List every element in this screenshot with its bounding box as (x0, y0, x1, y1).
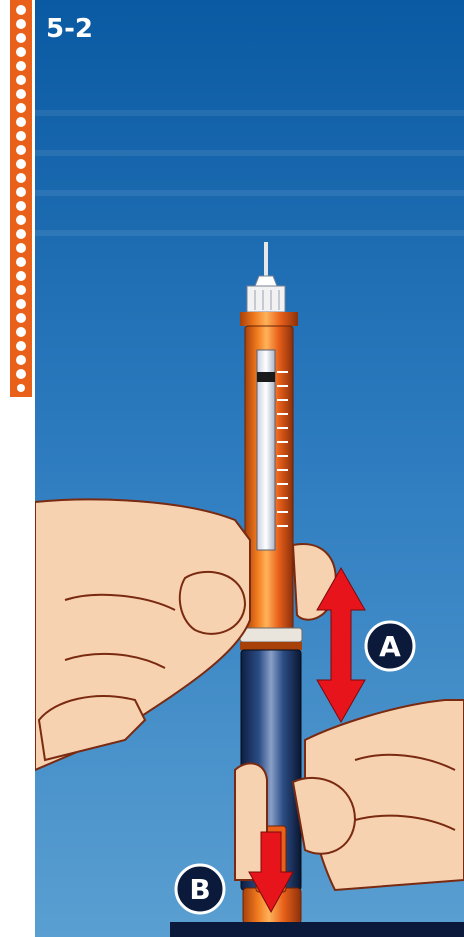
dotted-strip (10, 0, 32, 397)
badge-a: A (366, 622, 414, 670)
strip-dots-icon (10, 0, 32, 397)
pen-scene: A B (35, 0, 464, 937)
step-label: 5-2 (46, 14, 93, 44)
badge-b-label: B (189, 873, 210, 906)
badge-b: B (176, 865, 224, 913)
badge-a-label: A (379, 630, 401, 663)
surface-bar (170, 922, 464, 937)
